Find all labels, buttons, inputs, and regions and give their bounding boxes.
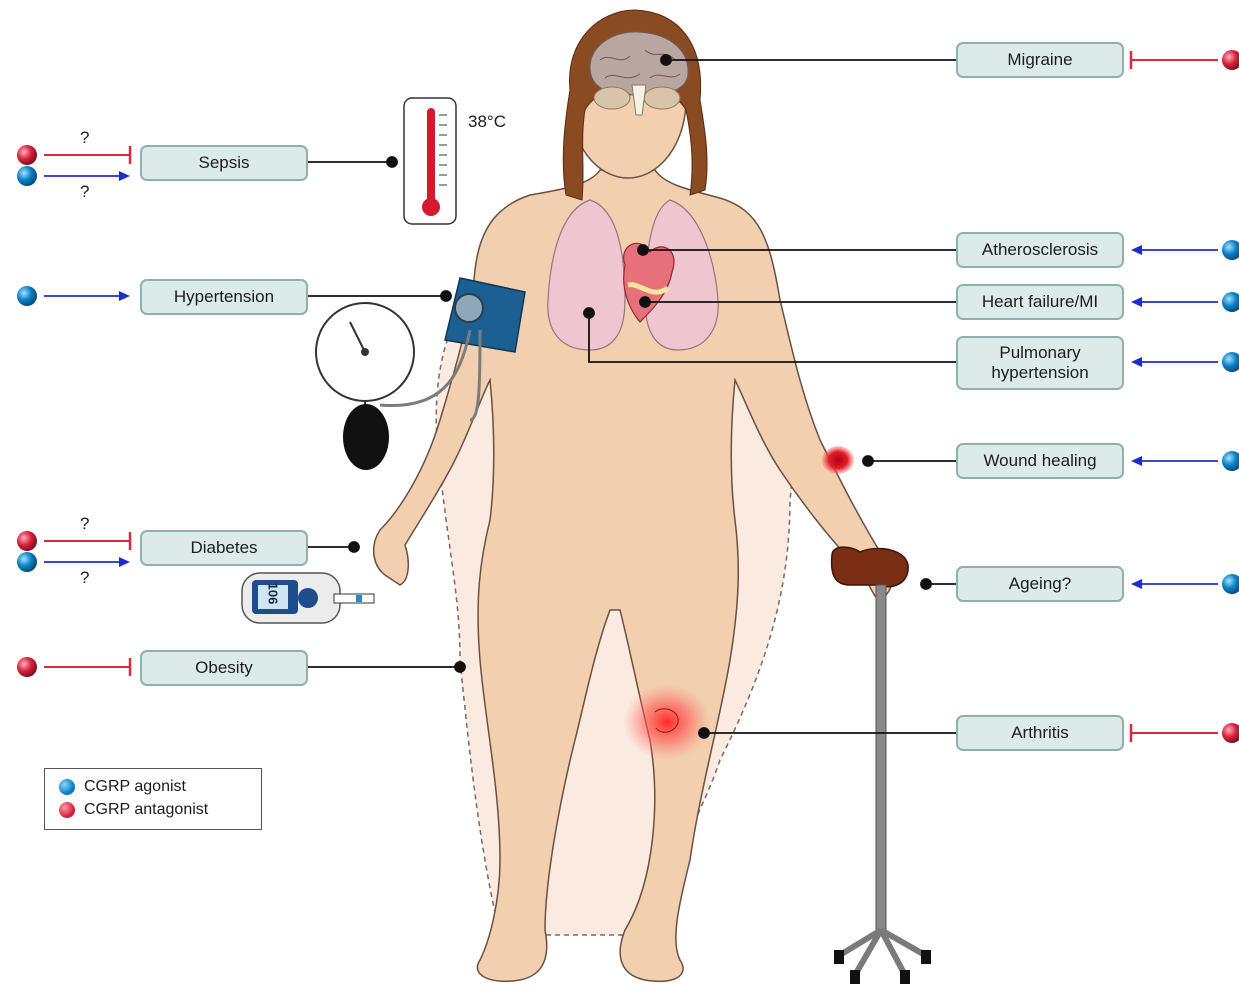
bp-bulb: [343, 404, 389, 470]
condition-label-ageing: Ageing?: [956, 566, 1124, 602]
wound: [822, 446, 854, 474]
cane-shaft: [876, 585, 886, 930]
legend-agonist-label: CGRP agonist: [84, 778, 186, 796]
legend-item-agonist: CGRP agonist: [59, 778, 186, 796]
agonist-dot-icon: [59, 779, 75, 795]
antagonist-dot-icon: [59, 802, 75, 818]
legend: CGRP agonist CGRP antagonist: [44, 768, 262, 830]
sepsis-antagonist-uncertain: ?: [80, 128, 89, 148]
condition-label-wound-healing: Wound healing: [956, 443, 1124, 479]
condition-label-atherosclerosis: Atherosclerosis: [956, 232, 1124, 268]
condition-label-sepsis: Sepsis: [140, 145, 308, 181]
legend-antagonist-label: CGRP antagonist: [84, 801, 208, 819]
knee-inflammation: [623, 684, 711, 760]
diabetes-antagonist-uncertain: ?: [80, 514, 89, 534]
right-effect-arrows: [1131, 50, 1239, 743]
condition-label-obesity: Obesity: [140, 650, 308, 686]
thermometer-reading: 38°C: [468, 112, 506, 132]
diabetes-agonist-uncertain: ?: [80, 568, 89, 588]
condition-label-diabetes: Diabetes: [140, 530, 308, 566]
cane-handle: [832, 547, 909, 587]
condition-label-pulmonary-hypertension: Pulmonary hypertension: [956, 336, 1124, 390]
condition-label-arthritis: Arthritis: [956, 715, 1124, 751]
legend-item-antagonist: CGRP antagonist: [59, 801, 208, 819]
condition-label-migraine: Migraine: [956, 42, 1124, 78]
condition-label-heart-failure: Heart failure/MI: [956, 284, 1124, 320]
sepsis-agonist-uncertain: ?: [80, 182, 89, 202]
glucometer-reading: 106: [266, 579, 281, 609]
condition-label-hypertension: Hypertension: [140, 279, 308, 315]
left-effect-arrows: [17, 145, 130, 677]
